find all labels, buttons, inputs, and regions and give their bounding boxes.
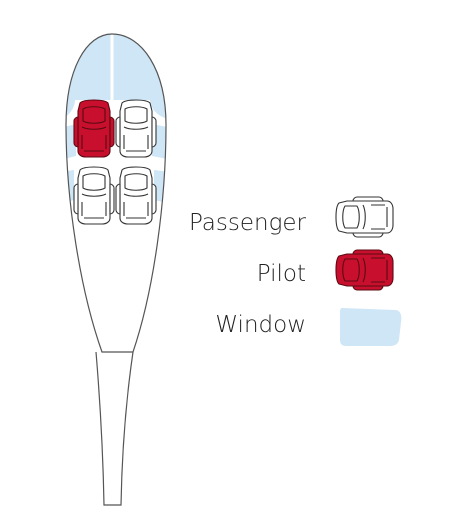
seat-pilot bbox=[73, 99, 115, 158]
legend: Passenger Pilot Window bbox=[189, 196, 402, 346]
legend-window-swatch bbox=[340, 308, 402, 346]
legend-passenger-label: Passenger bbox=[189, 210, 307, 236]
cockpit-windows bbox=[66, 34, 166, 204]
legend-pilot-swatch bbox=[335, 249, 394, 291]
seat-passenger-front-right bbox=[115, 99, 157, 158]
window-left bbox=[66, 124, 76, 160]
legend-passenger-swatch bbox=[335, 196, 394, 238]
fuselage-outline bbox=[65, 33, 167, 353]
window-canopy bbox=[66, 34, 166, 120]
window-left-rear bbox=[66, 170, 74, 204]
window-right bbox=[152, 124, 166, 160]
legend-pilot-label: Pilot bbox=[257, 261, 306, 287]
seat-passenger-rear-left bbox=[73, 166, 115, 225]
legend-window-label: Window bbox=[215, 312, 306, 338]
fuselage bbox=[65, 33, 167, 506]
tail-boom bbox=[95, 351, 134, 506]
seat-passenger-rear-right bbox=[115, 166, 157, 225]
